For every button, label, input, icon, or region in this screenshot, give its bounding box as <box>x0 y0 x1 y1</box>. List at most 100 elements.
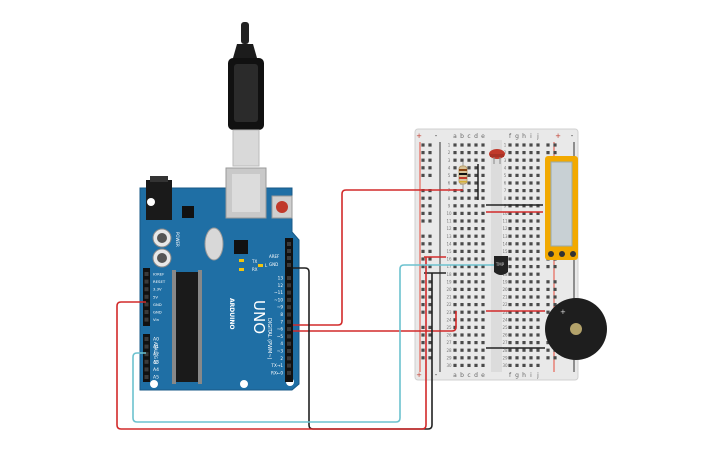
bb-rail-hole[interactable] <box>428 234 432 238</box>
bb-rail-hole[interactable] <box>428 348 432 352</box>
bb-rail-hole[interactable] <box>546 280 550 284</box>
bb-hole[interactable] <box>467 333 471 337</box>
bb-rail-hole[interactable] <box>428 341 432 345</box>
power-pin-2[interactable] <box>144 287 149 292</box>
bb-hole[interactable] <box>522 341 526 345</box>
bb-hole[interactable] <box>515 181 519 185</box>
bb-hole[interactable] <box>460 265 464 269</box>
bb-hole[interactable] <box>515 143 519 147</box>
bb-hole[interactable] <box>453 204 457 208</box>
bb-hole[interactable] <box>522 234 526 238</box>
bb-rail-hole[interactable] <box>553 287 557 291</box>
bb-hole[interactable] <box>474 318 478 322</box>
bb-rail-hole[interactable] <box>546 265 550 269</box>
bb-hole[interactable] <box>453 196 457 200</box>
bb-hole[interactable] <box>481 227 485 231</box>
bb-hole[interactable] <box>481 348 485 352</box>
bb-hole[interactable] <box>467 166 471 170</box>
bb-hole[interactable] <box>515 227 519 231</box>
bb-hole[interactable] <box>529 272 533 276</box>
bb-hole[interactable] <box>529 151 533 155</box>
bb-hole[interactable] <box>467 295 471 299</box>
bb-hole[interactable] <box>481 280 485 284</box>
bb-rail-hole[interactable] <box>421 242 425 246</box>
digital-pin-header[interactable] <box>287 242 291 375</box>
bb-rail-hole[interactable] <box>428 333 432 337</box>
bb-hole[interactable] <box>467 211 471 215</box>
bb-rail-hole[interactable] <box>546 341 550 345</box>
bb-hole[interactable] <box>467 310 471 314</box>
bb-hole[interactable] <box>529 219 533 223</box>
bb-hole[interactable] <box>474 173 478 177</box>
bb-hole[interactable] <box>508 303 512 307</box>
bb-hole[interactable] <box>508 295 512 299</box>
bb-hole[interactable] <box>481 173 485 177</box>
bb-hole[interactable] <box>481 219 485 223</box>
power-pin-4[interactable] <box>144 302 149 307</box>
bb-hole[interactable] <box>453 310 457 314</box>
digital-pin-0[interactable] <box>287 276 291 280</box>
bb-hole[interactable] <box>536 181 540 185</box>
bb-hole[interactable] <box>515 196 519 200</box>
bb-rail-hole[interactable] <box>428 280 432 284</box>
bb-hole[interactable] <box>508 158 512 162</box>
bb-hole[interactable] <box>522 265 526 269</box>
bb-hole[interactable] <box>460 310 464 314</box>
bb-hole[interactable] <box>453 303 457 307</box>
bb-rail-hole[interactable] <box>428 211 432 215</box>
bb-hole[interactable] <box>536 363 540 367</box>
bb-hole[interactable] <box>460 249 464 253</box>
digital-pin-4[interactable] <box>287 305 291 310</box>
bb-hole[interactable] <box>536 333 540 337</box>
bb-hole[interactable] <box>529 189 533 193</box>
bb-hole[interactable] <box>474 211 478 215</box>
bb-hole[interactable] <box>522 181 526 185</box>
wire-red-pin7[interactable] <box>293 189 463 326</box>
bb-rail-hole[interactable] <box>421 348 425 352</box>
bb-hole[interactable] <box>467 341 471 345</box>
bb-hole[interactable] <box>508 310 512 314</box>
bb-hole[interactable] <box>460 318 464 322</box>
bb-hole[interactable] <box>529 166 533 170</box>
bb-hole[interactable] <box>529 341 533 345</box>
bb-rail-hole[interactable] <box>421 219 425 223</box>
bb-hole[interactable] <box>467 219 471 223</box>
bb-rail-hole[interactable] <box>421 257 425 261</box>
bb-hole[interactable] <box>536 265 540 269</box>
bb-hole[interactable] <box>481 363 485 367</box>
bb-hole[interactable] <box>536 272 540 276</box>
bb-hole[interactable] <box>474 325 478 329</box>
bb-hole[interactable] <box>529 348 533 352</box>
bb-hole[interactable] <box>453 280 457 284</box>
bb-hole[interactable] <box>460 219 464 223</box>
digital-pin-1[interactable] <box>287 283 291 288</box>
bb-hole[interactable] <box>515 158 519 162</box>
bb-hole[interactable] <box>508 257 512 261</box>
bb-hole[interactable] <box>460 151 464 155</box>
power-pin-header[interactable] <box>144 272 149 322</box>
bb-hole[interactable] <box>467 143 471 147</box>
piezo-buzzer[interactable]: + <box>545 298 607 360</box>
bb-hole[interactable] <box>515 204 519 208</box>
bb-rail-hole[interactable] <box>546 356 550 360</box>
bb-hole[interactable] <box>536 227 540 231</box>
bb-hole[interactable] <box>467 234 471 238</box>
bb-rail-hole[interactable] <box>421 204 425 208</box>
bb-hole[interactable] <box>474 189 478 193</box>
bb-hole[interactable] <box>529 143 533 147</box>
bb-hole[interactable] <box>481 295 485 299</box>
bb-hole[interactable] <box>481 303 485 307</box>
bb-hole[interactable] <box>460 211 464 215</box>
bb-hole[interactable] <box>529 257 533 261</box>
digital-pin-5[interactable] <box>287 312 291 317</box>
bb-hole[interactable] <box>474 287 478 291</box>
bb-hole[interactable] <box>481 211 485 215</box>
bb-hole[interactable] <box>460 196 464 200</box>
bb-hole[interactable] <box>515 242 519 246</box>
bb-hole[interactable] <box>529 310 533 314</box>
bb-hole[interactable] <box>474 219 478 223</box>
bb-hole[interactable] <box>474 280 478 284</box>
bb-hole[interactable] <box>508 211 512 215</box>
bb-hole[interactable] <box>460 287 464 291</box>
bb-hole[interactable] <box>529 242 533 246</box>
